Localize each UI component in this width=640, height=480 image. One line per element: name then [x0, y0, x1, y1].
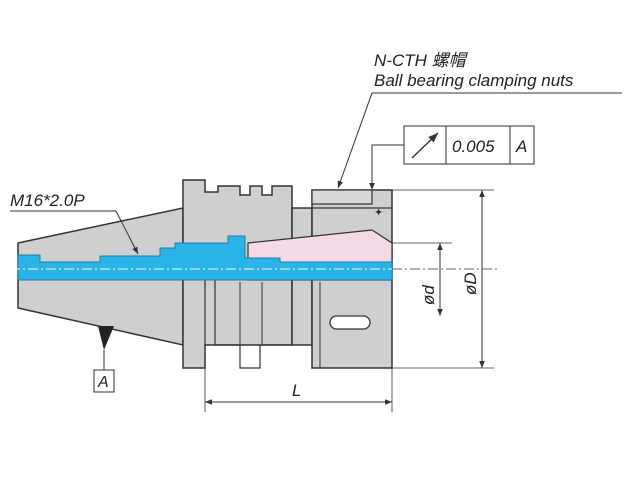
dim-bore-label: ød [419, 285, 438, 305]
datum-triangle [98, 326, 114, 350]
ball-bearing-mark: ✦ [374, 206, 383, 219]
callout-description: Ball bearing clamping nuts [374, 71, 574, 90]
nut-top-cap [311, 189, 373, 205]
tolerance-frame: 0.005 A [403, 125, 535, 165]
wrench-slot [329, 315, 371, 330]
callout-name: N-CTH 螺帽 [374, 51, 469, 70]
tolerance-datum: A [515, 137, 527, 156]
dim-length-label: L [292, 381, 301, 400]
datum-box [93, 369, 115, 393]
datum-label: A [97, 374, 109, 391]
thread-label: M16*2.0P [10, 191, 85, 210]
circular-runout-icon [411, 132, 439, 159]
tolerance-leader [369, 144, 404, 190]
thread-leader [115, 210, 139, 255]
dim-outer-label: øD [461, 272, 480, 295]
tolerance-value: 0.005 [452, 137, 495, 156]
callout-leader [337, 92, 373, 189]
lower-contour [204, 280, 292, 369]
